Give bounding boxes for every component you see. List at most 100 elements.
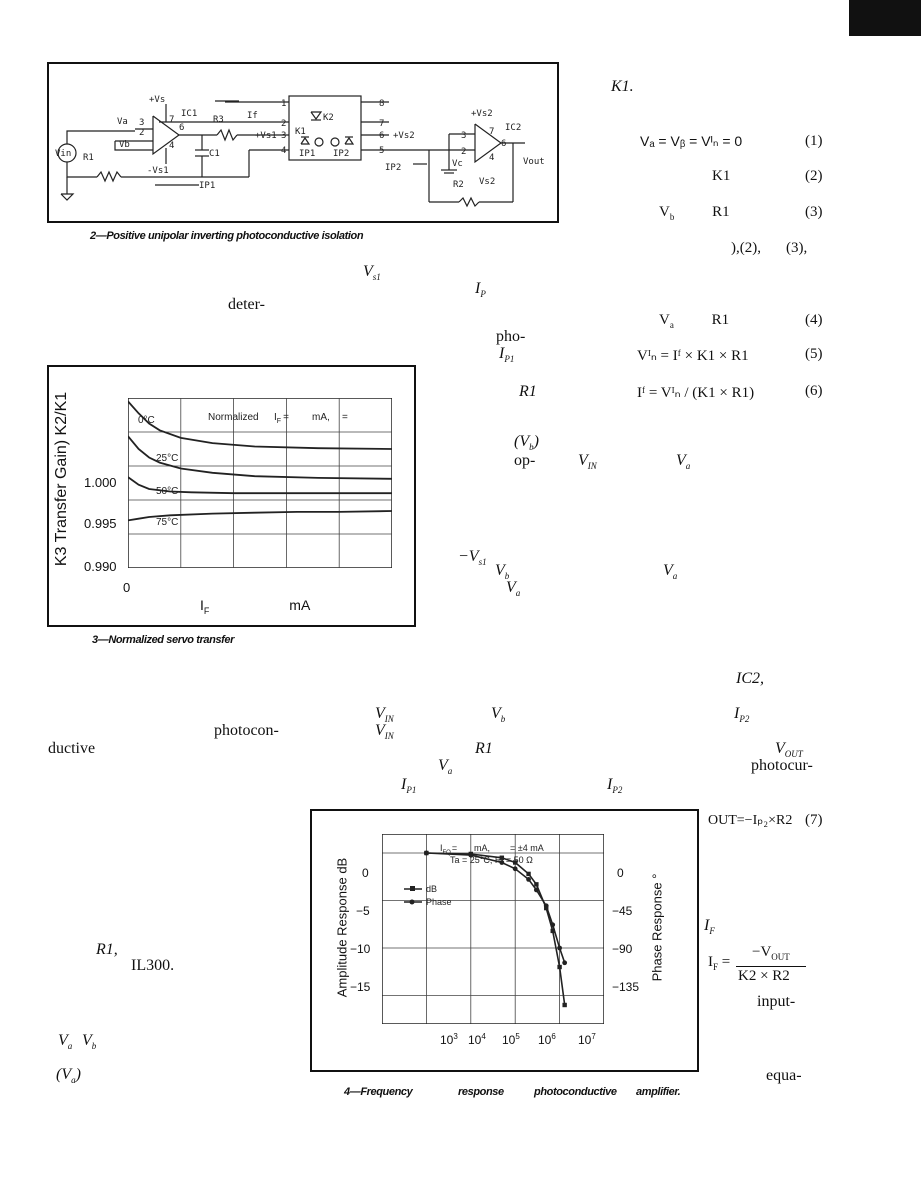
- fig2-pin-2: 2: [281, 119, 286, 129]
- fig4-db-point: [513, 860, 518, 865]
- fig2-label-vs2-bot: Vs2: [479, 177, 495, 187]
- frag-photocur: photocur-: [751, 757, 813, 774]
- figure-3-caption: 3—Normalized servo transfer: [92, 634, 235, 646]
- frag-ip2b: IP2: [607, 776, 623, 796]
- fig2-pin-op3: 3: [139, 118, 144, 128]
- fig3-ytick-3: 0.990: [84, 559, 117, 574]
- fig4-caption-4: amplifier.: [636, 1086, 681, 1098]
- equation-8-numerator: −VOUT: [752, 944, 790, 962]
- equation-7-tag: (7): [805, 812, 823, 828]
- if-symbol: IF: [704, 917, 715, 936]
- equation-3-sub: b: [669, 212, 675, 222]
- fig2-pin2-op3: 3: [461, 131, 466, 141]
- fig4-ytick-l0: 0: [362, 866, 369, 880]
- fig4-db-point: [526, 871, 531, 877]
- fig4-caption-1: 4—Frequency: [344, 1086, 413, 1098]
- fig2-pin-op4: 4: [169, 141, 174, 151]
- fig3-series-line-0: [128, 400, 392, 450]
- equation-8-eq: =: [721, 954, 731, 970]
- fig3-xzero: 0: [123, 580, 131, 595]
- frag-vb5: Vb: [82, 1032, 97, 1052]
- equation-3-r1: R1: [712, 204, 730, 220]
- fig3-xlabel-ma: mA: [289, 597, 311, 613]
- frag-ip: IP: [475, 280, 486, 300]
- fig4-ytick-r2: −90: [612, 942, 633, 956]
- equation-8-sub: F: [713, 962, 719, 972]
- fig2-label-va: Va: [117, 117, 128, 127]
- fig4-caption-2: response: [458, 1086, 504, 1098]
- fig3-ylabel: K3 Transfer Gain) K2/K1: [53, 391, 70, 567]
- fig3-series-line-1: [128, 435, 392, 480]
- figure-4-caption: 4—Frequency response photoconductive amp…: [344, 1086, 684, 1098]
- figure-2-frame: [47, 62, 559, 223]
- equation-8-fraction-bar: [736, 966, 806, 967]
- fig4-legend-db: dB: [426, 884, 437, 894]
- fig3-series-0c: 0°C: [138, 415, 155, 426]
- fig2-pin-6: 6: [379, 131, 384, 141]
- fig2-label-vin: Vin: [55, 149, 71, 159]
- fig4-phase-point: [424, 850, 429, 856]
- fig3-xlabel-i: I: [200, 597, 204, 613]
- k1-ref: K1.: [611, 78, 634, 95]
- frag-ic2: IC2,: [736, 670, 764, 687]
- frag-ip1: IP1: [499, 345, 515, 365]
- frag-pho: pho-: [496, 328, 526, 345]
- fig4-phase-point: [557, 945, 562, 951]
- fig4-phase-point: [550, 922, 556, 928]
- frag-ip1b: IP1: [401, 776, 417, 796]
- fig4-xtick-4: 104: [468, 1032, 486, 1047]
- equa-fragment: equa-: [766, 1067, 802, 1084]
- equation-8-num: −V: [752, 944, 772, 960]
- figure-2-caption: 2—Positive unipolar inverting photocondu…: [90, 230, 364, 242]
- frag-vb2: Vb: [495, 562, 510, 582]
- fig4-legend-phase-marker: [409, 899, 415, 905]
- equation-4: Va R1: [659, 312, 729, 330]
- fig2-label-if: If: [247, 111, 258, 121]
- fig2-label-vb: Vb: [119, 140, 130, 150]
- fig4-ytick-l3: −15: [350, 980, 371, 994]
- frag-vs1: Vs1: [363, 263, 381, 283]
- fig4-ylabel-left: Amplitude Response dB: [334, 857, 350, 998]
- frag-va5: Va: [58, 1032, 73, 1052]
- fig3-legend-if: IF=: [274, 412, 289, 425]
- fig4-db-point: [534, 882, 539, 887]
- fig2-pin2-op4: 4: [489, 153, 494, 163]
- fig4-caption-3: photoconductive: [534, 1086, 617, 1098]
- frag-vin2: VIN: [375, 705, 394, 725]
- frag-vb3: Vb: [491, 705, 506, 725]
- equation-refs-b: (3),: [786, 240, 808, 256]
- fig3-legend-text: Normalized: [208, 412, 259, 423]
- fig2-pin-op7: 7: [169, 115, 174, 125]
- fig4-legend-phase: Phase: [426, 897, 452, 907]
- equation-4-tag: (4): [805, 312, 823, 328]
- frag-vout: VOUT: [775, 740, 803, 760]
- fig2-pin2-op2: 2: [461, 147, 466, 157]
- fig2-label-vout: Vout: [523, 157, 545, 167]
- fig3-series-line-2: [128, 476, 392, 495]
- fig4-ytick-r0: 0: [617, 866, 624, 880]
- fig3-ytick-2: 0.995: [84, 516, 117, 531]
- frag-va: Va: [676, 452, 691, 472]
- frag-photocon: photocon-: [214, 722, 279, 739]
- frag-va4: Va: [438, 757, 453, 777]
- equation-3-tag: (3): [805, 204, 823, 220]
- fig2-label-vs1-pos: +Vs1: [255, 131, 277, 141]
- fig2-pin-op6: 6: [179, 123, 184, 133]
- frag-r1: R1: [519, 383, 537, 400]
- fig4-phase-point: [499, 860, 505, 865]
- equation-refs: ),(2),: [731, 240, 761, 256]
- fig2-pin-8: 8: [379, 99, 384, 109]
- fig2-pin-4: 4: [281, 146, 286, 156]
- equation-8-i: I: [708, 954, 713, 970]
- fig4-series-line-0: [426, 852, 566, 1006]
- fig2-pin2-op7: 7: [489, 127, 494, 137]
- frag-vin: VIN: [578, 452, 597, 472]
- equation-5-tag: (5): [805, 346, 823, 362]
- fig2-label-ip2-box: IP2: [333, 149, 349, 159]
- fig4-phase-point: [526, 876, 531, 882]
- equation-6: Iᶠ = Vᴵₙ / (K1 × R1): [637, 385, 755, 401]
- fig2-label-ip2: IP2: [385, 163, 401, 173]
- fig4-xtick-6: 106: [538, 1032, 556, 1047]
- fig4-db-point: [550, 928, 555, 934]
- corner-mark: [849, 0, 921, 36]
